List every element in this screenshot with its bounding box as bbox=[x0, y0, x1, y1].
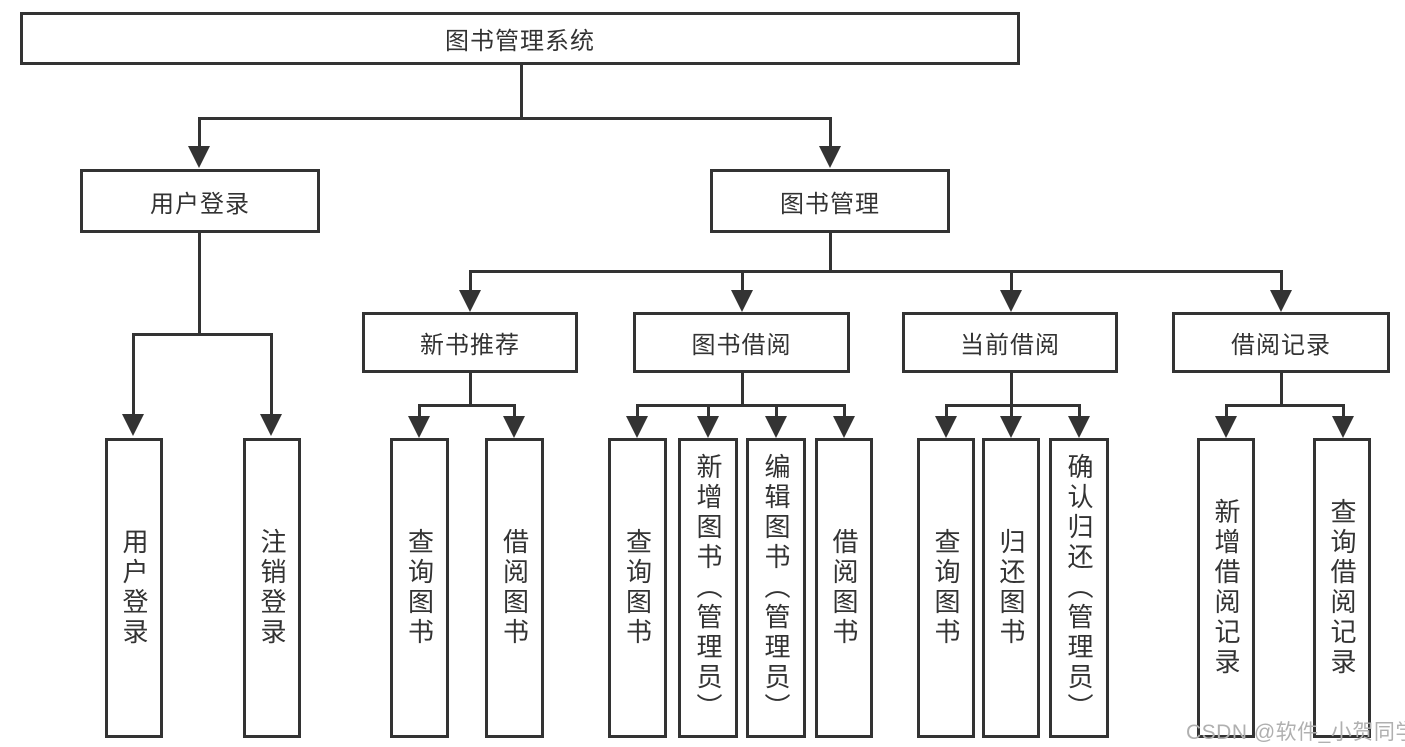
node-label: 借阅记录 bbox=[1231, 332, 1331, 359]
connector-stub bbox=[706, 404, 710, 417]
arrowhead bbox=[459, 290, 481, 312]
node-label: 新增借阅记录 bbox=[1211, 498, 1241, 678]
connector-root-split bbox=[197, 116, 832, 120]
node-book-borrowing: 图书借阅 bbox=[633, 312, 850, 373]
node-bb-borrow-books: 借阅图书 bbox=[815, 438, 873, 738]
arrowhead bbox=[1332, 416, 1354, 438]
connector-stub bbox=[269, 333, 273, 415]
connector-split bbox=[131, 333, 273, 336]
node-label: 查询图书 bbox=[622, 528, 653, 648]
node-label: 当前借阅 bbox=[960, 332, 1060, 359]
node-label: 查询借阅记录 bbox=[1327, 498, 1357, 678]
arrowhead bbox=[1000, 416, 1022, 438]
arrowhead bbox=[1000, 290, 1022, 312]
arrowhead bbox=[1215, 416, 1237, 438]
connector-stub bbox=[944, 404, 948, 417]
connector-split bbox=[635, 404, 846, 407]
connector-stub bbox=[635, 404, 639, 417]
node-bb-query-books: 查询图书 bbox=[608, 438, 667, 738]
arrowhead bbox=[626, 416, 648, 438]
connector-stem bbox=[197, 233, 201, 336]
node-label: 编辑图书（管理员） bbox=[761, 453, 791, 723]
arrowhead bbox=[765, 416, 787, 438]
node-label: 查询图书 bbox=[404, 528, 435, 648]
node-label: 查询图书 bbox=[931, 528, 961, 648]
connector-stem bbox=[468, 373, 472, 407]
node-label: 新书推荐 bbox=[420, 332, 520, 359]
connector-stem bbox=[828, 233, 832, 272]
arrowhead bbox=[503, 416, 525, 438]
node-nb-query-books: 查询图书 bbox=[390, 438, 449, 738]
node-label: 注销登录 bbox=[257, 528, 287, 648]
arrowhead bbox=[833, 416, 855, 438]
connector-stub bbox=[1077, 404, 1081, 417]
node-br-add-record: 新增借阅记录 bbox=[1197, 438, 1255, 738]
watermark: CSDN @软件_小贺同学 bbox=[1186, 721, 1405, 744]
connector-split bbox=[944, 404, 1081, 407]
node-label: 图书管理系统 bbox=[445, 28, 595, 55]
node-cb-return-books: 归还图书 bbox=[982, 438, 1040, 738]
arrowhead bbox=[122, 414, 144, 436]
node-cb-confirm-return-admin: 确认归还（管理员） bbox=[1049, 438, 1109, 738]
node-borrow-records: 借阅记录 bbox=[1172, 312, 1390, 373]
connector-stub bbox=[1009, 270, 1013, 292]
connector-stub bbox=[1009, 404, 1013, 417]
connector-stub bbox=[417, 404, 421, 417]
node-label: 用户登录 bbox=[119, 528, 149, 648]
node-user-login: 用户登录 bbox=[105, 438, 163, 738]
connector-stub bbox=[1279, 270, 1283, 292]
node-current-borrowing: 当前借阅 bbox=[902, 312, 1118, 373]
connector-stub bbox=[512, 404, 516, 417]
arrowhead bbox=[731, 290, 753, 312]
arrowhead bbox=[819, 146, 841, 168]
node-label: 归还图书 bbox=[996, 528, 1026, 648]
connector-stub bbox=[131, 333, 135, 415]
connector-stub bbox=[1341, 404, 1345, 417]
node-label: 确认归还（管理员） bbox=[1064, 453, 1094, 723]
arrowhead bbox=[188, 146, 210, 168]
connector-split bbox=[1224, 404, 1345, 407]
node-logout: 注销登录 bbox=[243, 438, 301, 738]
arrowhead bbox=[260, 414, 282, 436]
connector-stub bbox=[1224, 404, 1228, 417]
connector-stub bbox=[842, 404, 846, 417]
connector-split bbox=[417, 404, 516, 407]
node-label: 借阅图书 bbox=[829, 528, 859, 648]
connector-stub bbox=[468, 270, 472, 292]
connector-stem bbox=[740, 373, 744, 407]
arrowhead bbox=[1270, 290, 1292, 312]
node-book-management: 图书管理 bbox=[710, 169, 950, 233]
connector-stem bbox=[1009, 373, 1013, 407]
connector-stub bbox=[740, 270, 744, 292]
connector-stub bbox=[774, 404, 778, 417]
connector-split bbox=[468, 270, 1283, 273]
node-library-system: 图书管理系统 bbox=[20, 12, 1020, 65]
arrowhead bbox=[1068, 416, 1090, 438]
node-label: 借阅图书 bbox=[499, 528, 530, 648]
node-label: 图书借阅 bbox=[691, 332, 792, 359]
node-label: 新增图书（管理员） bbox=[693, 453, 723, 723]
connector-stem bbox=[1279, 373, 1283, 407]
node-bb-edit-books-admin: 编辑图书（管理员） bbox=[746, 438, 806, 738]
node-nb-borrow-books: 借阅图书 bbox=[485, 438, 544, 738]
node-br-query-record: 查询借阅记录 bbox=[1313, 438, 1371, 738]
node-new-book-recommend: 新书推荐 bbox=[362, 312, 578, 373]
arrowhead bbox=[408, 416, 430, 438]
connector-stub bbox=[197, 118, 201, 148]
node-label: 图书管理 bbox=[780, 190, 880, 218]
node-bb-add-books-admin: 新增图书（管理员） bbox=[678, 438, 738, 738]
node-label: 用户登录 bbox=[150, 190, 250, 218]
node-user-login-group: 用户登录 bbox=[80, 169, 320, 233]
node-cb-query-books: 查询图书 bbox=[917, 438, 975, 738]
connector-stub bbox=[828, 118, 832, 148]
arrowhead bbox=[935, 416, 957, 438]
connector-root-stem bbox=[519, 65, 523, 118]
arrowhead bbox=[697, 416, 719, 438]
